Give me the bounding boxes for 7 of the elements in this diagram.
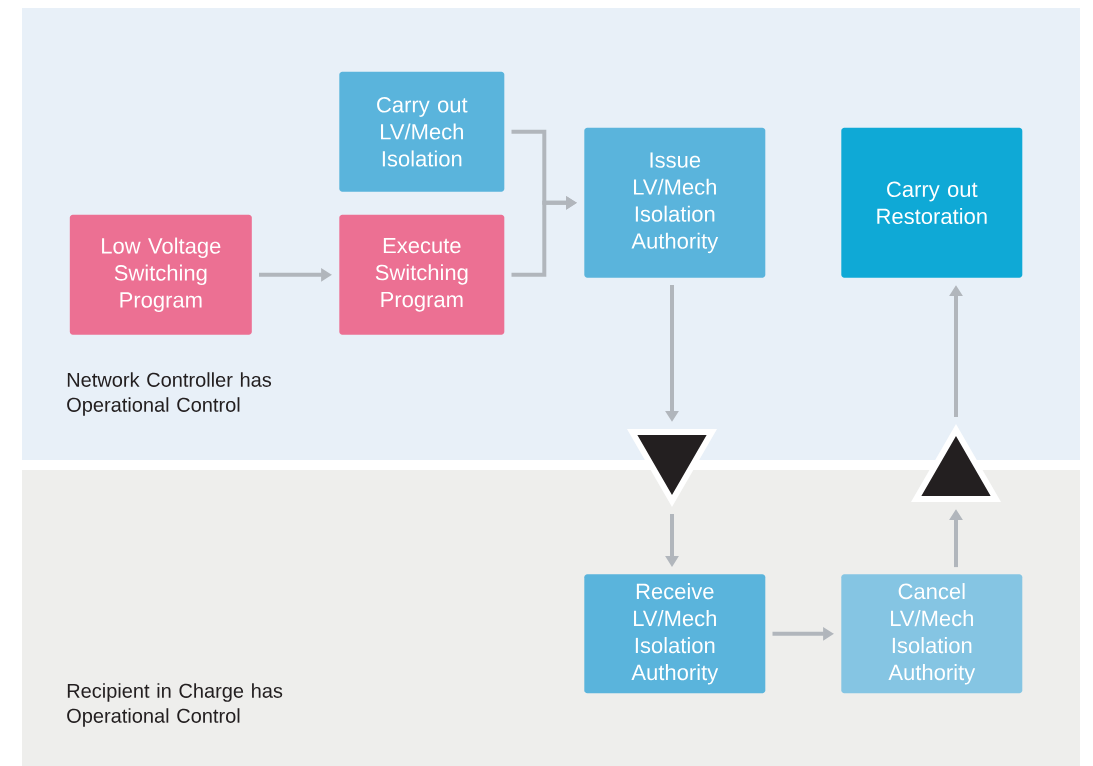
process-box: Carry out Restoration	[841, 127, 1023, 278]
process-box: Cancel LV/Mech Isolation Authority	[841, 574, 1023, 694]
process-box: Issue LV/Mech Isolation Authority	[584, 127, 766, 278]
process-box: Receive LV/Mech Isolation Authority	[584, 574, 766, 694]
process-box: Low Voltage Switching Program	[69, 214, 252, 335]
process-box: Carry out LV/Mech Isolation	[339, 71, 505, 192]
process-box: Execute Switching Program	[339, 214, 505, 335]
